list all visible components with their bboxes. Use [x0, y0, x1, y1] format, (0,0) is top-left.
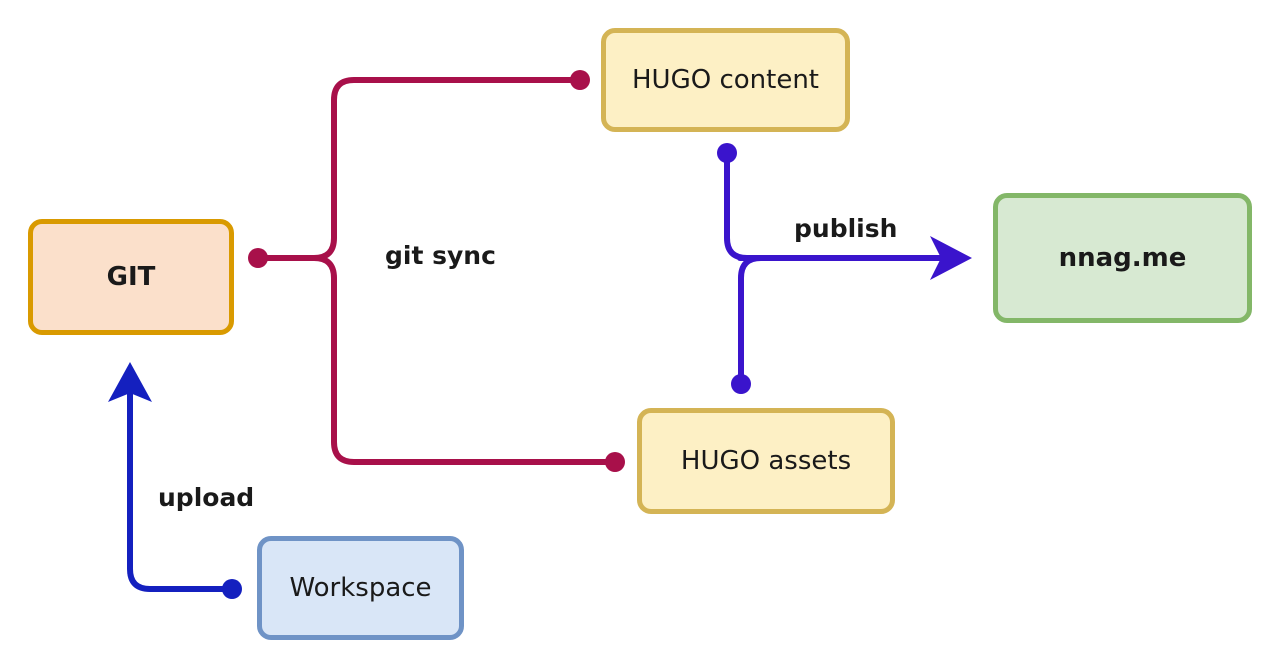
git-sync-endpoints: [248, 70, 625, 472]
git-sync-branch-assets: [311, 255, 618, 465]
node-site-label: nnag.me: [1058, 243, 1187, 273]
edge-label-publish: publish: [794, 214, 898, 243]
git-sync-stem: [255, 77, 583, 261]
node-workspace-label: Workspace: [289, 573, 432, 603]
node-hugo-content-label: HUGO content: [631, 65, 819, 95]
publish-endpoint-assets: [731, 374, 751, 394]
git-sync-endpoint-git: [248, 248, 268, 268]
git-sync-connector: [255, 77, 618, 465]
publish-branch-content: [724, 150, 750, 261]
upload-marks: [108, 362, 242, 599]
node-hugo-content: HUGO content: [601, 28, 850, 132]
upload-connector: [127, 387, 235, 592]
publish-marks: [717, 143, 972, 394]
upload-path: [127, 387, 235, 592]
publish-endpoint-content: [717, 143, 737, 163]
node-hugo-assets-label: HUGO assets: [680, 446, 852, 476]
node-git: GIT: [28, 219, 234, 335]
publish-connector: [724, 150, 948, 387]
upload-arrowhead: [108, 362, 152, 402]
node-site: nnag.me: [993, 193, 1252, 323]
node-git-label: GIT: [106, 262, 156, 292]
publish-arrowhead: [930, 236, 972, 280]
git-sync-endpoint-content: [570, 70, 590, 90]
edge-label-git-sync: git sync: [385, 241, 496, 270]
node-hugo-assets: HUGO assets: [637, 408, 895, 514]
node-workspace: Workspace: [257, 536, 464, 640]
edge-label-upload: upload: [158, 483, 255, 512]
publish-branch-assets: [738, 255, 764, 387]
git-sync-endpoint-assets: [605, 452, 625, 472]
upload-endpoint-workspace: [222, 579, 242, 599]
